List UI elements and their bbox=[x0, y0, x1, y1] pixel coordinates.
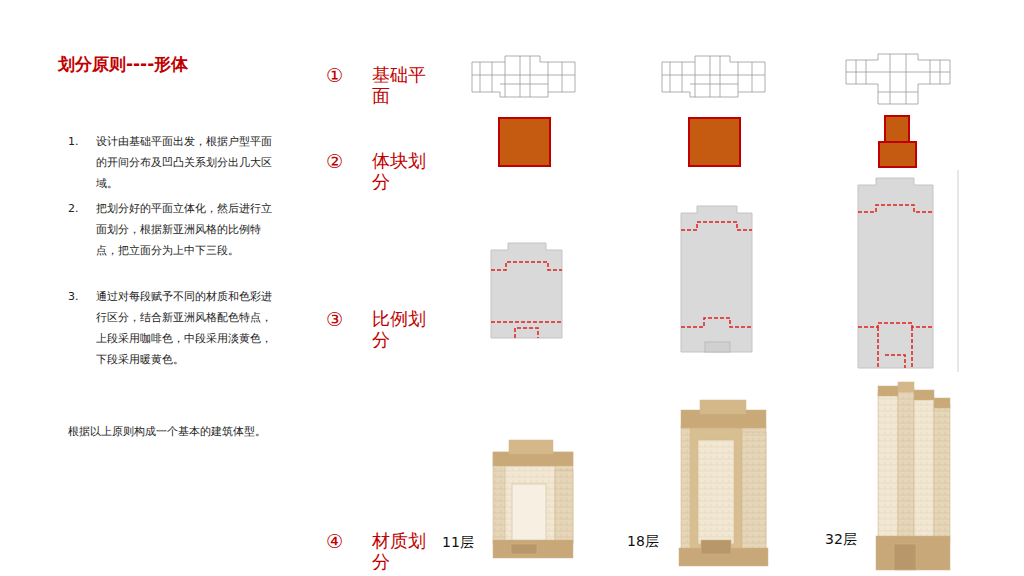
list-text: 设计由基础平面出发，根据户型平面的开间分布及凹凸关系划分出几大区域。 bbox=[96, 131, 274, 194]
page-title: 划分原则----形体 bbox=[58, 53, 188, 76]
step-number: ④ bbox=[326, 530, 350, 552]
step-number: ② bbox=[326, 150, 350, 172]
step-label: 比例划分 bbox=[372, 308, 432, 350]
door bbox=[705, 342, 730, 352]
elevation bbox=[491, 178, 933, 368]
floor-count: 18层 bbox=[627, 533, 675, 551]
mass-block bbox=[499, 116, 916, 167]
massing-model bbox=[679, 400, 768, 566]
list-number: 2. bbox=[68, 198, 88, 219]
floor-count: 32层 bbox=[825, 531, 873, 549]
step-label: 材质划分 bbox=[372, 530, 432, 572]
massing-model bbox=[876, 382, 950, 570]
divider bbox=[958, 170, 959, 372]
list-text: 通过对每段赋予不同的材质和色彩进行区分，结合新亚洲风格配色特点，上段采用咖啡色，… bbox=[96, 286, 274, 370]
step-number: ① bbox=[326, 64, 350, 86]
list-text: 把划分好的平面立体化，然后进行立面划分，根据新亚洲风格的比例特点，把立面分为上中… bbox=[96, 198, 274, 261]
step-label: 体块划分 bbox=[372, 150, 432, 192]
step-label: 基础平面 bbox=[372, 64, 432, 106]
proportion-line bbox=[491, 205, 933, 368]
list-number: 3. bbox=[68, 286, 88, 307]
floor-count: 11层 bbox=[442, 534, 490, 552]
note-text: 根据以上原则构成一个基本的建筑体型。 bbox=[68, 421, 301, 442]
list-number: 1. bbox=[68, 131, 88, 152]
massing-model bbox=[493, 440, 573, 558]
floor-plan bbox=[472, 54, 950, 104]
step-number: ③ bbox=[326, 308, 350, 330]
